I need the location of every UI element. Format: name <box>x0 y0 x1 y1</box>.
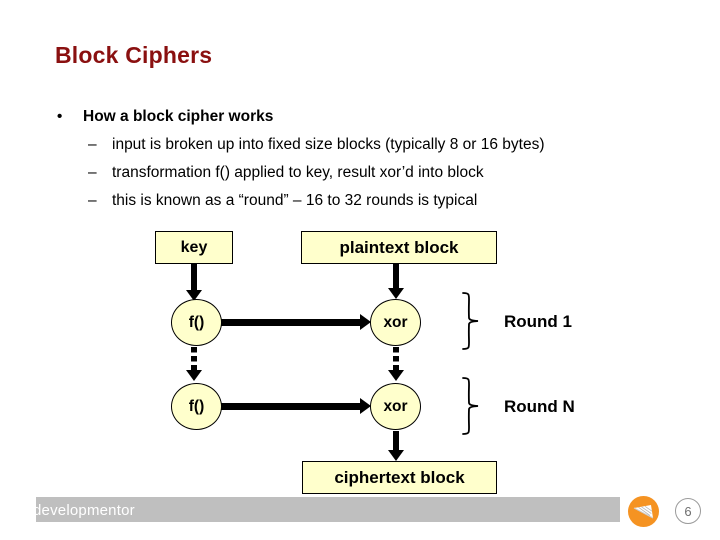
round-label-n: Round N <box>504 397 575 416</box>
bullet-level2-item: –transformation f() applied to key, resu… <box>88 164 484 182</box>
developmentor-logo-icon <box>628 496 659 527</box>
dash-marker: – <box>88 164 97 181</box>
diagram-node-plaintext-block: plaintext block <box>301 231 497 264</box>
diagram-node-f-round1: f() <box>171 299 222 346</box>
diagram-node-ciphertext-block: ciphertext block <box>302 461 497 494</box>
dash-marker: – <box>88 136 97 153</box>
page-number: 6 <box>675 498 701 524</box>
bullet-level2-item: –input is broken up into fixed size bloc… <box>88 136 545 154</box>
bullet-marker: • <box>57 108 63 125</box>
diagram-node-xor-round1: xor <box>370 299 421 346</box>
diagram-node-f-roundn: f() <box>171 383 222 430</box>
footer-bar <box>36 497 620 522</box>
footer-brand-label: developmentor <box>33 502 135 519</box>
page-title: Block Ciphers <box>55 42 213 68</box>
bullet-level2-text: transformation f() applied to key, resul… <box>112 164 484 181</box>
diagram-node-xor-roundn: xor <box>370 383 421 430</box>
bullet-level1-text: How a block cipher works <box>83 108 274 125</box>
round-label-1: Round 1 <box>504 312 572 331</box>
bullet-level2-item: –this is known as a “round” – 16 to 32 r… <box>88 192 477 210</box>
diagram-node-key: key <box>155 231 233 264</box>
bullet-level2-text: input is broken up into fixed size block… <box>112 136 545 153</box>
brace-round1 <box>458 291 486 356</box>
bullet-level1-item: • How a block cipher works <box>57 108 273 126</box>
bullet-level2-text: this is known as a “round” – 16 to 32 ro… <box>112 192 478 209</box>
brace-roundn <box>458 376 486 441</box>
dash-marker: – <box>88 192 97 209</box>
